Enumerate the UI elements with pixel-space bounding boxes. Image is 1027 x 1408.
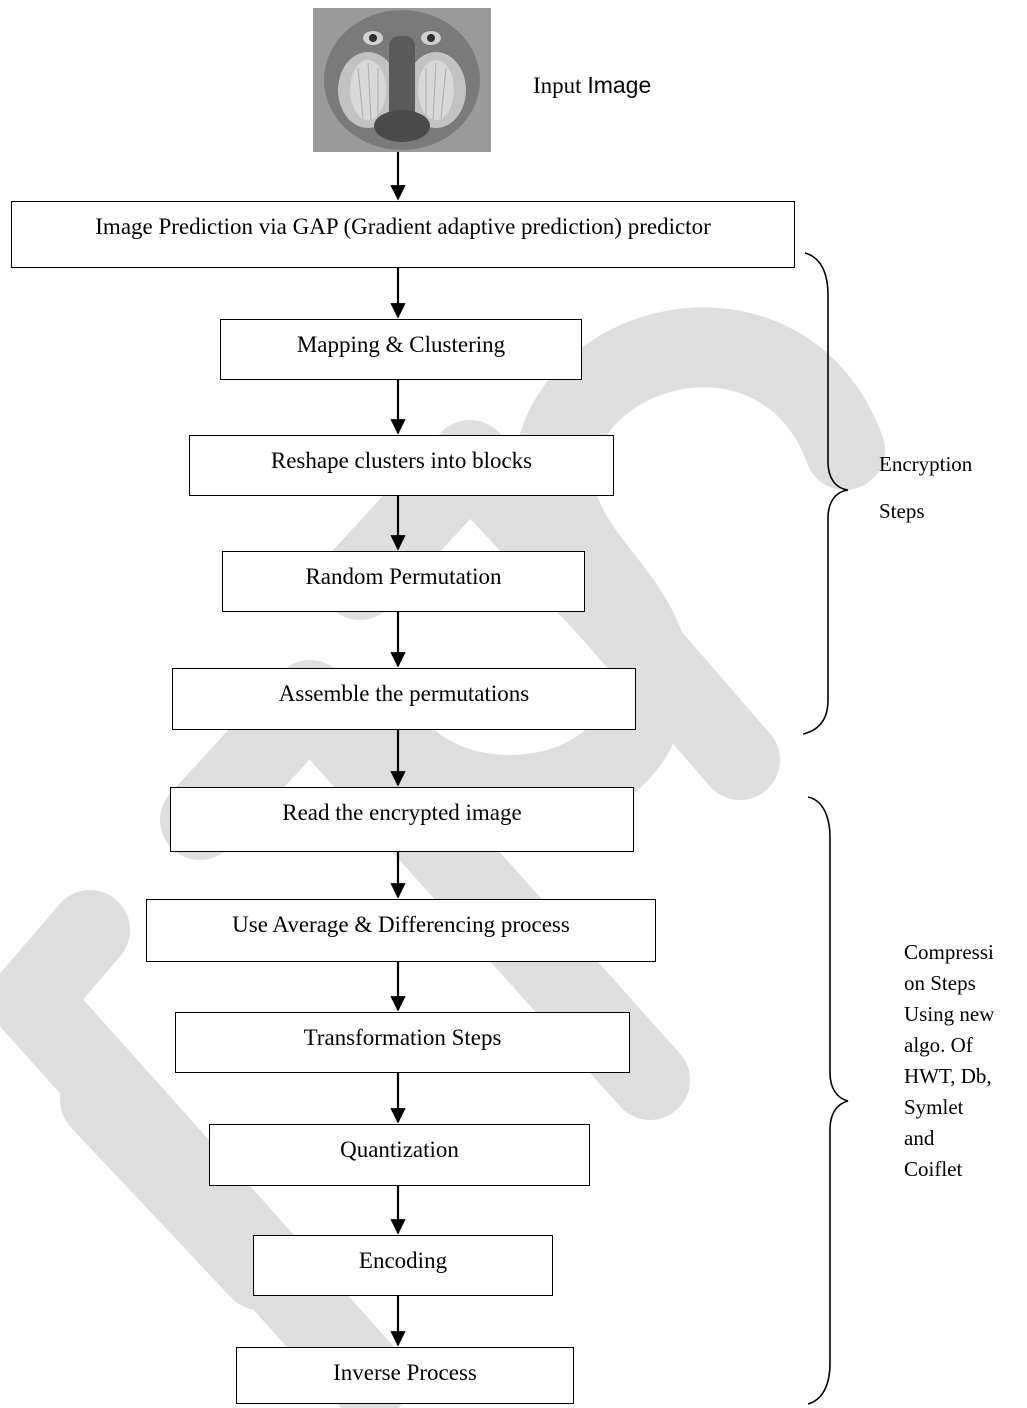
step-encoding: Encoding bbox=[253, 1235, 553, 1296]
step-gap-prediction: Image Prediction via GAP (Gradient adapt… bbox=[11, 201, 795, 268]
compression-brace bbox=[807, 796, 849, 1405]
step-reshape-clusters: Reshape clusters into blocks bbox=[189, 435, 614, 496]
encryption-steps-label: Encryption Steps bbox=[879, 452, 973, 523]
input-image-photo bbox=[313, 8, 491, 152]
compression-steps-label: Compressi on Steps Using new algo. Of HW… bbox=[904, 940, 995, 1181]
step-average-differencing: Use Average & Differencing process bbox=[146, 899, 656, 962]
input-image-label: Input Image bbox=[533, 72, 652, 98]
step-mapping-clustering: Mapping & Clustering bbox=[220, 319, 582, 380]
step-random-permutation: Random Permutation bbox=[222, 551, 585, 612]
step-assemble-permutations: Assemble the permutations bbox=[172, 668, 636, 730]
step-quantization: Quantization bbox=[209, 1124, 590, 1186]
encryption-brace bbox=[802, 252, 849, 735]
step-inverse-process: Inverse Process bbox=[236, 1347, 574, 1404]
step-read-encrypted-image: Read the encrypted image bbox=[170, 787, 634, 852]
step-transformation: Transformation Steps bbox=[175, 1012, 630, 1073]
